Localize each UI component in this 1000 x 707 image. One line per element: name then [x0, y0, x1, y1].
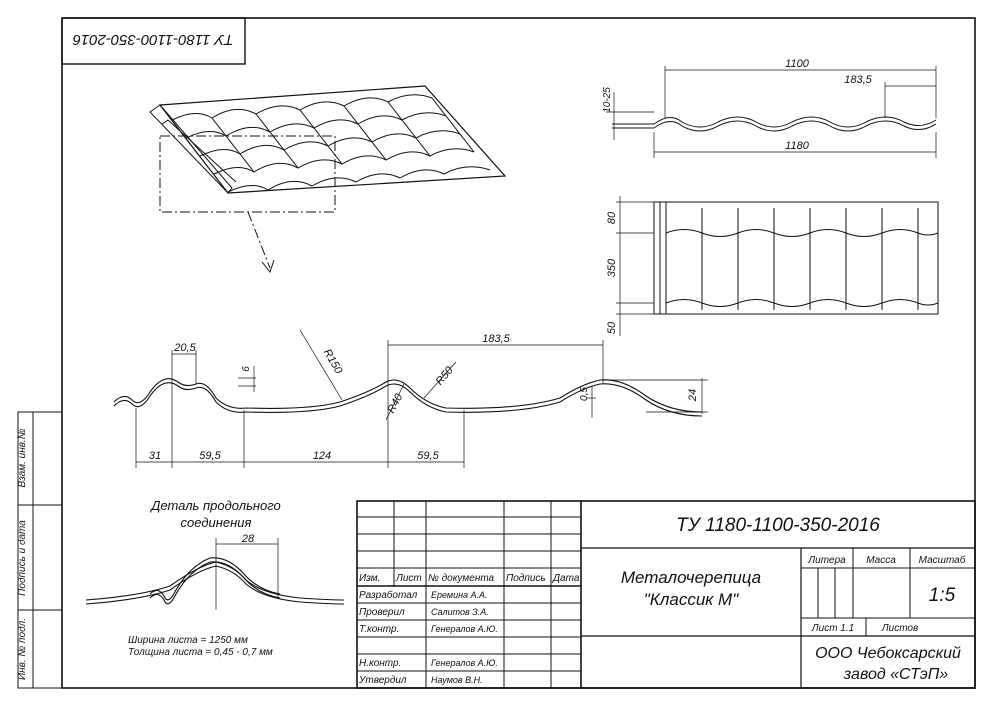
dim-10-25: 10-25: [602, 87, 613, 113]
rotated-code: ТУ 1180-1100-350-2016: [72, 31, 233, 48]
sheets-total-label: Листов: [881, 623, 918, 634]
side-label-podpis: Подпись и дата: [17, 520, 28, 596]
dim-0-5: 0,5: [579, 387, 590, 401]
col-doc: № документа: [428, 573, 495, 584]
role-prov: Проверил: [359, 607, 405, 618]
note-width: Ширина листа = 1250 мм: [128, 635, 248, 646]
dim-124: 124: [313, 450, 331, 462]
role-tkontr: Т.контр.: [359, 624, 399, 635]
dim-183-5: 183,5: [482, 333, 510, 345]
massa-label: Масса: [866, 555, 896, 566]
role-razrab: Разработал: [359, 589, 418, 601]
name-utv: Наумов В.Н.: [431, 675, 483, 685]
side-label-vzam: Взам. инв.№: [17, 428, 28, 487]
isometric-sheet: [149, 85, 507, 274]
dim-350: 350: [606, 258, 618, 277]
dim-24: 24: [687, 389, 699, 402]
side-label-inv: Инв. № подл.: [17, 618, 28, 680]
detail-joint: [85, 538, 345, 610]
col-data: Дата: [552, 573, 580, 584]
detail-title-1: Деталь продольного: [149, 498, 281, 513]
role-nkontr: Н.контр.: [359, 658, 401, 669]
dim-80: 80: [606, 211, 618, 224]
name-razrab: Еремина А.А.: [431, 590, 488, 600]
dim-1180: 1180: [785, 140, 810, 152]
stamp-code: ТУ 1180-1100-350-2016: [676, 515, 880, 536]
name-nkontr: Генералов А.Ю.: [431, 658, 498, 668]
profile-section: [113, 329, 708, 468]
dim-r40: R40: [385, 391, 405, 415]
dim-20-5: 20,5: [173, 342, 196, 354]
drawing-frame: [61, 17, 976, 689]
litera-label: Литера: [807, 555, 846, 566]
detail-title-2: соединения: [181, 515, 252, 530]
role-utv: Утвердил: [358, 675, 407, 686]
product-model: "Классик М": [644, 590, 739, 609]
dim-50: 50: [606, 321, 618, 334]
dim-r150: R150: [321, 347, 345, 377]
dim-59-5-b: 59,5: [417, 450, 439, 462]
dim-r50: R50: [434, 364, 457, 388]
dim-183-5-top: 183,5: [844, 74, 872, 86]
name-tkontr: Генералов А.Ю.: [431, 624, 498, 634]
code-box: [61, 17, 246, 65]
dim-1100: 1100: [785, 58, 810, 70]
col-izm: Изм.: [359, 573, 380, 584]
plan-view: [616, 196, 939, 336]
col-list: Лист: [395, 573, 422, 584]
dim-59-5-a: 59,5: [199, 450, 221, 462]
masshtab-label: Масштаб: [919, 554, 966, 566]
organization-line-2: завод «СТэП»: [843, 666, 949, 683]
dim-31: 31: [149, 450, 161, 462]
product-name: Металочерепица: [621, 568, 761, 587]
sheet-number: Лист 1.1: [811, 623, 854, 634]
scale-value: 1:5: [929, 585, 956, 606]
organization-line-1: ООО Чебоксарский: [815, 645, 961, 662]
name-prov: Салитов З.А.: [431, 607, 489, 617]
side-view: [606, 66, 937, 158]
dim-28: 28: [241, 533, 255, 545]
note-thickness: Толщина листа = 0,45 - 0,7 мм: [128, 647, 273, 658]
dim-6: 6: [241, 366, 252, 372]
title-block: [356, 500, 976, 689]
side-stamp-frame: [17, 411, 63, 689]
col-podp: Подпись: [506, 573, 546, 584]
